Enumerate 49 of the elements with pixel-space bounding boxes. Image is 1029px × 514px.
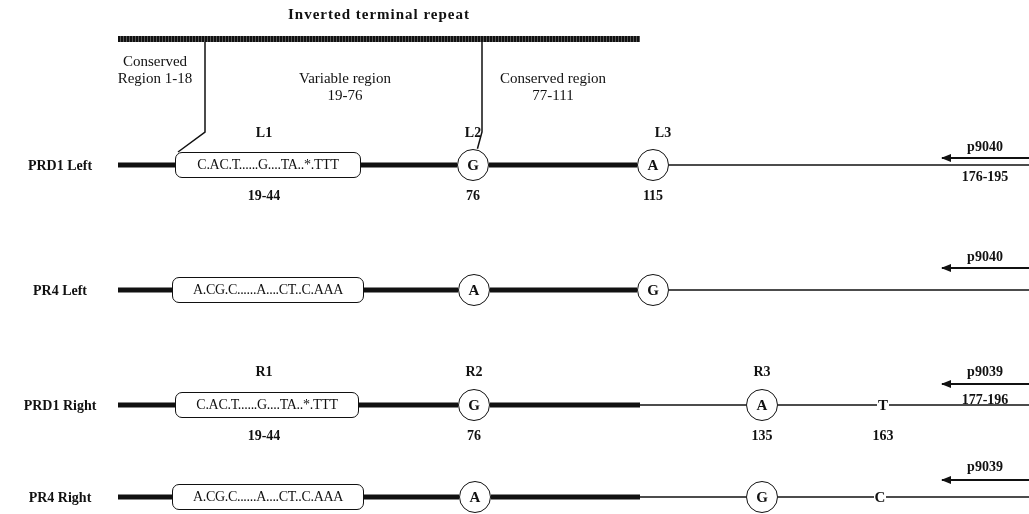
position-number: 176-195 bbox=[960, 168, 1010, 185]
site-label: R2 bbox=[464, 363, 484, 380]
strand-line bbox=[364, 287, 458, 293]
position-number: 76 bbox=[465, 187, 481, 204]
region-label: Variable region 19-76 bbox=[297, 70, 392, 104]
primer-label: p9040 bbox=[966, 138, 1004, 155]
strand-line bbox=[361, 162, 457, 168]
primer-label: p9040 bbox=[966, 248, 1004, 265]
row-label: PR4 Right bbox=[27, 489, 93, 506]
base-circle: G bbox=[458, 389, 490, 421]
sequence-box: C.AC.T......G....TA..*.TTT bbox=[175, 152, 361, 178]
base-circle: A bbox=[458, 274, 490, 306]
strand-line bbox=[489, 162, 637, 168]
position-number: 76 bbox=[466, 427, 482, 444]
base-circle: A bbox=[637, 149, 669, 181]
heading: Inverted terminal repeat bbox=[287, 6, 471, 24]
base-circle: A bbox=[746, 389, 778, 421]
base-circle: G bbox=[746, 481, 778, 513]
region-label: Conserved Region 1-18 bbox=[116, 53, 194, 87]
strand-line bbox=[777, 404, 878, 406]
site-label: R1 bbox=[254, 363, 274, 380]
position-number: 135 bbox=[750, 427, 774, 444]
strand-line bbox=[490, 287, 637, 293]
primer-label: p9039 bbox=[966, 363, 1004, 380]
row-label: PR4 Left bbox=[31, 282, 88, 299]
site-label: R3 bbox=[752, 363, 772, 380]
region-label: Conserved region 77-111 bbox=[498, 70, 608, 104]
position-number: 163 bbox=[871, 427, 895, 444]
strand-line bbox=[364, 494, 459, 500]
site-label: L2 bbox=[463, 124, 483, 141]
strand-line bbox=[359, 402, 458, 408]
site-label: L3 bbox=[653, 124, 673, 141]
position-number: 19-44 bbox=[246, 427, 282, 444]
position-number: 115 bbox=[641, 187, 665, 204]
sequence-box: A.CG.C......A....CT..C.AAA bbox=[172, 484, 364, 510]
site-label: L1 bbox=[254, 124, 274, 141]
base-circle: A bbox=[459, 481, 491, 513]
row-label: PRD1 Left bbox=[26, 157, 94, 174]
leader-line bbox=[177, 41, 206, 153]
row-label: PRD1 Right bbox=[22, 397, 98, 414]
base-circle: G bbox=[637, 274, 669, 306]
sequence-box: A.CG.C......A....CT..C.AAA bbox=[172, 277, 364, 303]
strand-line bbox=[777, 496, 875, 498]
sequence-box: C.AC.T......G....TA..*.TTT bbox=[175, 392, 359, 418]
position-number: 19-44 bbox=[246, 187, 282, 204]
base-circle: G bbox=[457, 149, 489, 181]
leader-line bbox=[476, 41, 483, 150]
primer-label: p9039 bbox=[966, 458, 1004, 475]
position-number: 177-196 bbox=[960, 391, 1010, 408]
